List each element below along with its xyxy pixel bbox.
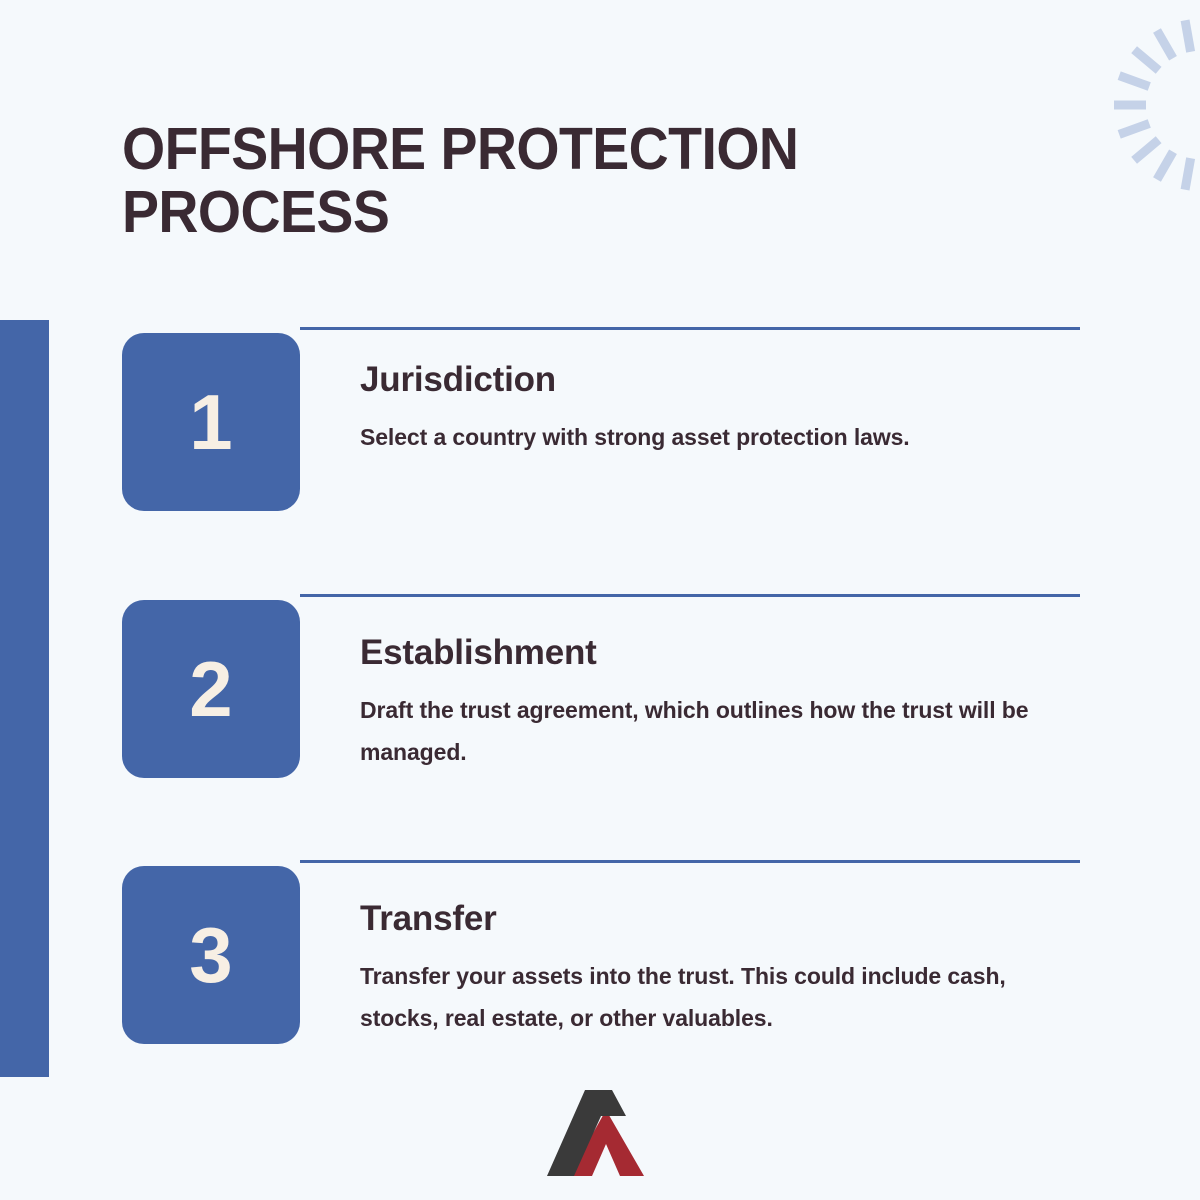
step-heading: Jurisdiction — [360, 360, 556, 399]
step-description: Select a country with strong asset prote… — [360, 423, 910, 450]
step-number: 3 — [189, 911, 233, 999]
step-number: 2 — [189, 645, 233, 733]
step-number-badge: 2 — [122, 600, 300, 778]
step-content: Transfer Transfer your assets into the t… — [360, 899, 1080, 1040]
step-description: Draft the trust agreement, which outline… — [360, 696, 1029, 766]
step-divider — [300, 860, 1080, 863]
step-description: Transfer your assets into the trust. Thi… — [360, 962, 1006, 1032]
step-heading: Establishment — [360, 633, 597, 672]
step-heading: Transfer — [360, 899, 497, 938]
page-title: OFFSHORE PROTECTION PROCESS — [122, 116, 799, 245]
step-number-badge: 3 — [122, 866, 300, 1044]
logo-red-a-shape — [569, 1110, 644, 1176]
step-number: 1 — [189, 378, 233, 466]
step-divider — [300, 594, 1080, 597]
step-content: Jurisdiction Select a country with stron… — [360, 360, 1080, 458]
step-divider — [300, 327, 1080, 330]
left-accent-bar — [0, 320, 49, 1077]
step-number-badge: 1 — [122, 333, 300, 511]
step-content: Establishment Draft the trust agreement,… — [360, 633, 1080, 774]
brand-logo-icon — [547, 1090, 644, 1176]
logo-dark-a-shape — [547, 1090, 626, 1176]
